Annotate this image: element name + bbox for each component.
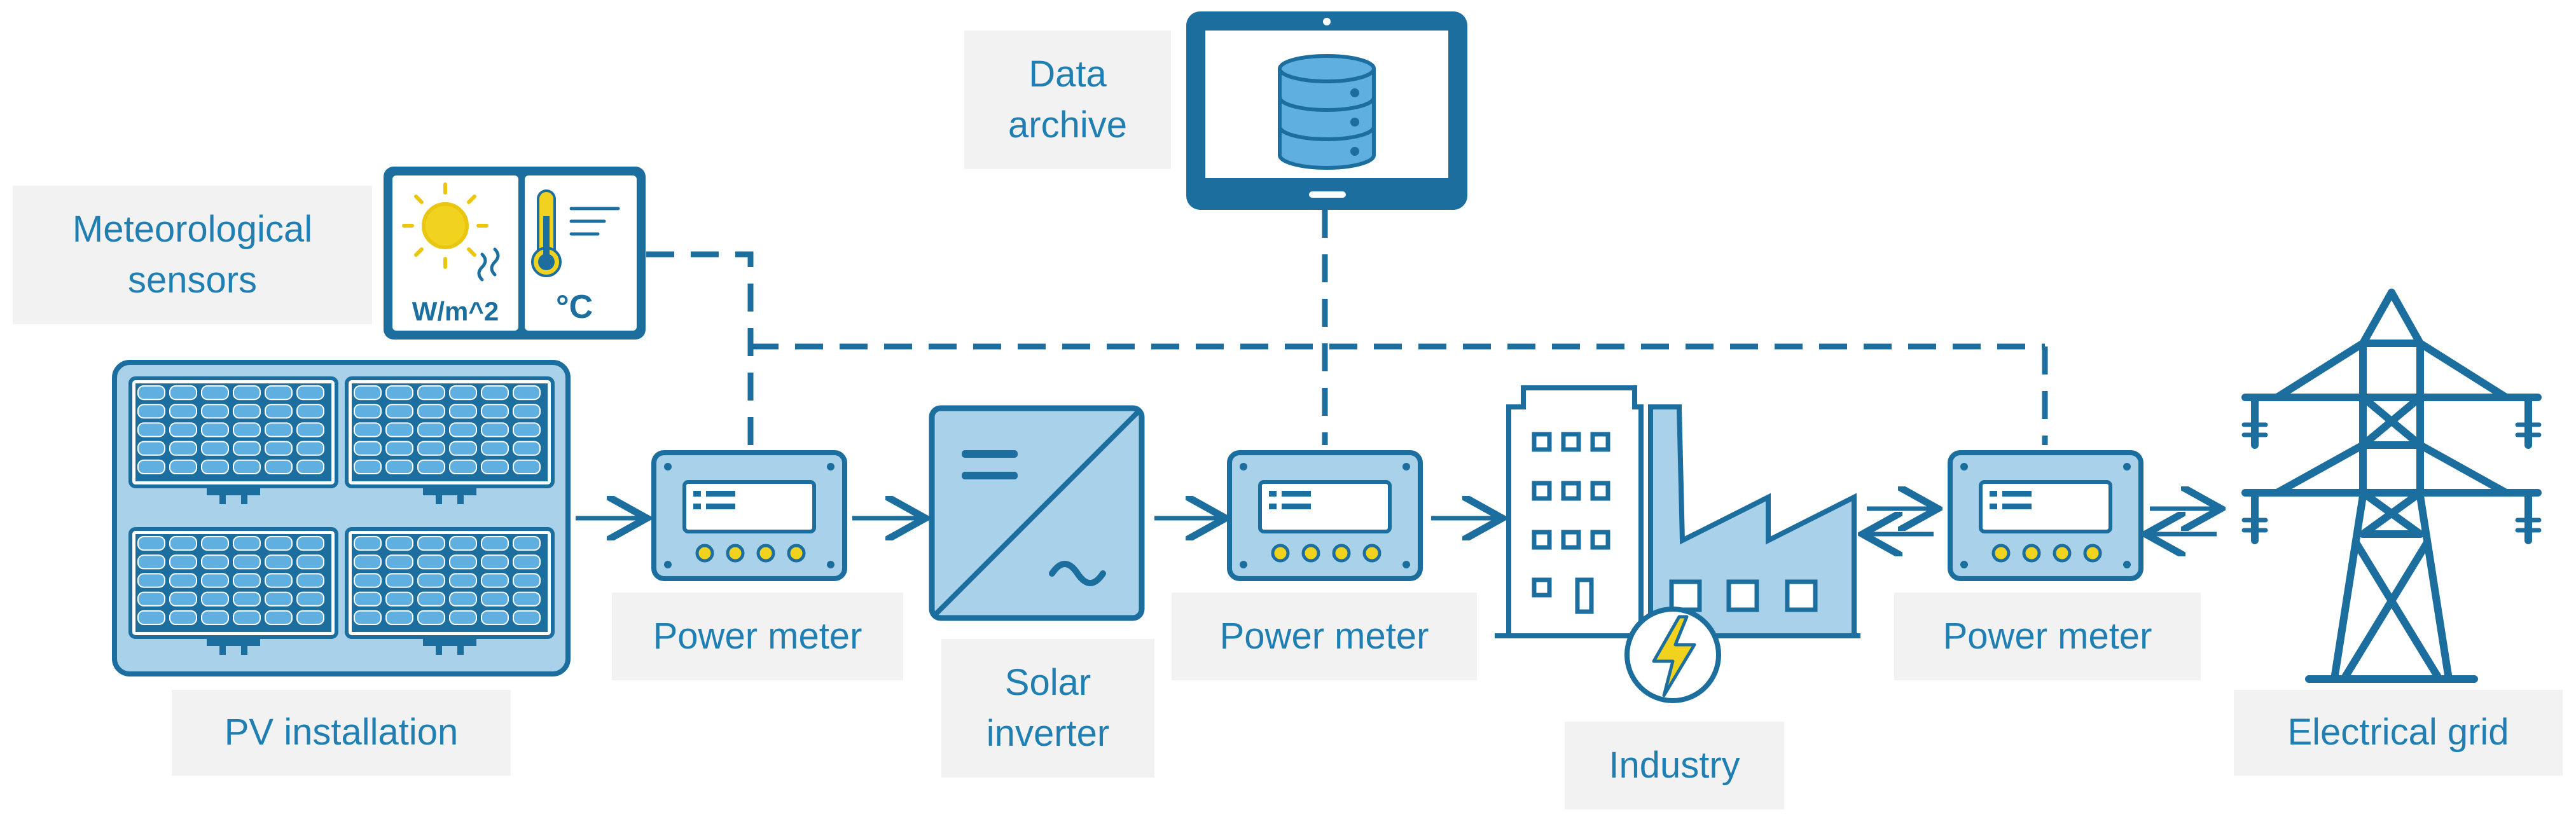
solar-panel-icon <box>112 360 571 676</box>
data-archive-label: Data archive <box>964 31 1171 169</box>
pv-panel <box>128 376 338 504</box>
solar-inverter-label: Solar inverter <box>941 639 1154 778</box>
data-connection-lines <box>646 210 2048 445</box>
electrical-grid-label-text: Electrical grid <box>2287 711 2509 753</box>
thermometer-icon <box>531 189 620 277</box>
sun-icon <box>402 182 488 269</box>
pv-panel <box>345 376 555 504</box>
transmission-tower-icon <box>2241 289 2542 683</box>
dashed-line-sensors <box>646 251 754 445</box>
inverter-icon <box>929 405 1145 621</box>
meteorological-sensors-label-line2: sensors <box>127 259 258 301</box>
meteorological-sensors-label-line1: Meteorological <box>72 208 313 250</box>
industry-label: Industry <box>1565 722 1784 809</box>
solar-inverter-label-line2: inverter <box>986 713 1110 754</box>
power-meter-icon <box>651 450 847 581</box>
building-icon <box>1506 385 1644 638</box>
industry-label-text: Industry <box>1609 744 1740 786</box>
electrical-grid-label: Electrical grid <box>2234 690 2563 776</box>
insulator-marks <box>2241 422 2542 533</box>
data-archive-label-line1: Data <box>1028 53 1107 95</box>
power-meter-label-1-text: Power meter <box>653 615 862 657</box>
power-meter-label-3-text: Power meter <box>1942 615 2152 657</box>
pv-installation-label-text: PV installation <box>224 711 459 753</box>
power-meter-label-3: Power meter <box>1894 593 2201 680</box>
power-flow-arrows <box>576 509 2217 534</box>
pv-panel <box>345 527 555 655</box>
meteorological-sensors-label: Meteorological sensors <box>13 186 372 324</box>
power-meter-label-2-text: Power meter <box>1219 615 1429 657</box>
heat-wave-icon <box>477 247 500 282</box>
pv-installation-label: PV installation <box>172 690 511 776</box>
solar-inverter-label-line1: Solar <box>1004 661 1091 703</box>
power-meter-icon <box>1227 450 1423 581</box>
lightning-icon <box>1624 607 1721 703</box>
power-meter-label-1: Power meter <box>612 593 903 680</box>
temperature-unit-label: °C <box>556 289 593 326</box>
data-archive-label-line2: archive <box>1008 104 1127 146</box>
power-meter-label-2: Power meter <box>1172 593 1477 680</box>
pv-panel <box>128 527 338 655</box>
database-icon <box>1278 54 1376 170</box>
power-meter-icon <box>1948 450 2143 581</box>
irradiance-unit-label: W/m^2 <box>412 296 499 326</box>
